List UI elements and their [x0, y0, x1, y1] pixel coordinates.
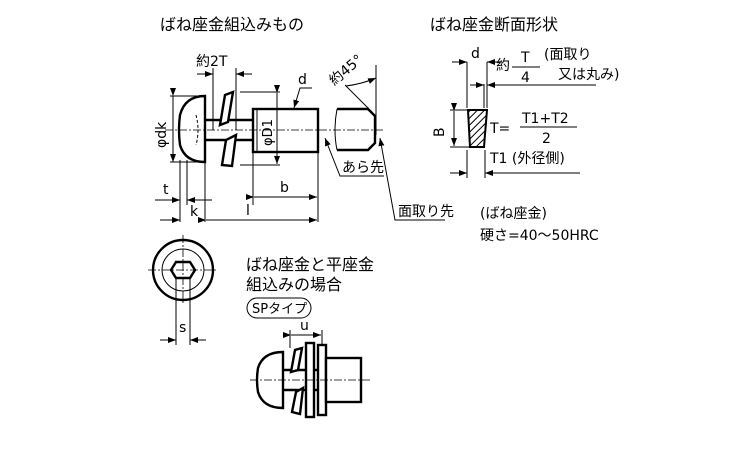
hardness-line2: 硬さ=40〜50HRC [480, 228, 599, 244]
spring-washer-upper [218, 90, 235, 127]
bolt-end-view [148, 235, 218, 345]
sp-title-line1: ばね座金と平座金 [246, 255, 374, 274]
label-b: b [280, 180, 289, 196]
formula-lhs: T= [489, 121, 510, 137]
washer-section-view [450, 59, 596, 178]
label-k: k [190, 204, 199, 220]
section-label-d: d [471, 46, 480, 62]
label-u: u [300, 318, 309, 334]
frac-t: T [520, 50, 530, 66]
section-title: ばね座金断面形状 [430, 15, 558, 34]
formula-num: T1+T2 [521, 111, 569, 127]
label-d: d [298, 72, 307, 88]
frac-4: 4 [521, 70, 530, 86]
label-t1: T1 (外径側) [489, 151, 565, 167]
sp-title-line2: 組込みの場合 [246, 275, 342, 294]
bolt-shank [251, 107, 320, 154]
label-approx: 約 [496, 58, 510, 74]
label-d1: φD1 [261, 119, 276, 146]
label-t: t [163, 182, 169, 198]
bolt-side-view [155, 65, 445, 223]
bolt-end-chamfered [337, 107, 377, 152]
bolt-head [177, 94, 207, 164]
label-dk: φdk [154, 121, 170, 148]
label-s: s [179, 320, 186, 336]
sp-type-view [246, 297, 370, 419]
main-title: ばね座金組込みもの [160, 15, 304, 34]
note-line1: (面取り [544, 47, 591, 63]
washer-cross-section [466, 109, 489, 148]
sp-type-badge-frame [246, 297, 312, 319]
label-2t: 約2T [196, 54, 228, 70]
hardness-line1: (ばね座金) [480, 206, 547, 222]
label-B: B [432, 127, 448, 137]
label-l: l [246, 203, 250, 219]
label-chamfer-end: 面取り先 [398, 204, 454, 220]
sp-type-badge: SPタイプ [252, 302, 307, 317]
spring-washer-lower [220, 132, 238, 168]
formula-den: 2 [542, 131, 551, 147]
note-line2: 又は丸み) [558, 67, 619, 83]
label-rough-end: あら先 [342, 160, 384, 176]
